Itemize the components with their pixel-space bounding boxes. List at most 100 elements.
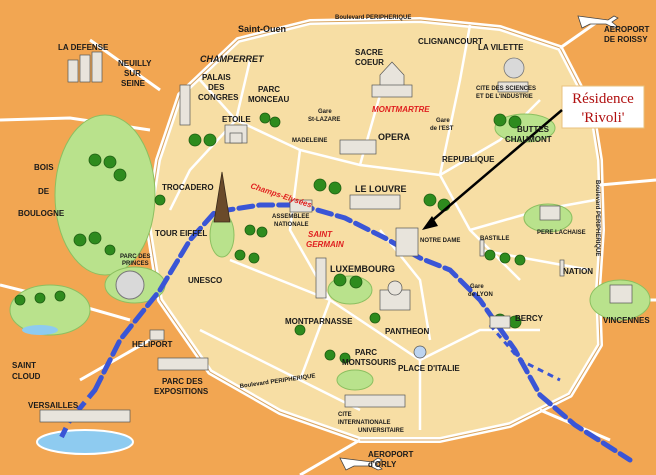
label-bercy: BERCY [515, 314, 544, 323]
label-bastille: BASTILLE [480, 236, 509, 242]
pere-lachaise-building [539, 205, 561, 221]
label-vincennes: VINCENNES [603, 316, 650, 325]
nation-column [559, 259, 565, 277]
label-montparnasse: MONTPARNASSE [285, 317, 353, 326]
label-parc-expo-1: PARC DES [162, 377, 203, 386]
opera-building [339, 139, 377, 155]
label-aeroport-orly-1: AEROPORT [368, 450, 413, 459]
label-parc-expo-2: EXPOSITIONS [154, 387, 209, 396]
label-neuilly-3: SEINE [121, 79, 146, 88]
parc-expositions-building [157, 357, 209, 371]
saint-cloud-park [9, 284, 91, 336]
label-parc-princes-2: PRINCES [122, 261, 149, 267]
label-neuilly-1: NEUILLY [118, 59, 152, 68]
label-gare-lyon-1: Gare [470, 284, 484, 290]
label-le-louvre: LE LOUVRE [355, 184, 407, 194]
label-montmartre: MONTMARTRE [372, 105, 430, 114]
label-unesco: UNESCO [188, 276, 222, 285]
label-sacre-coeur-1: SACRE [355, 48, 384, 57]
label-opera: OPERA [378, 132, 411, 142]
callout-line1: Résidence [572, 91, 634, 107]
label-buttes-1: BUTTES [517, 125, 550, 134]
label-luxembourg: LUXEMBOURG [330, 264, 395, 274]
heliport-building [149, 329, 165, 341]
label-la-defense: LA DEFENSE [58, 43, 109, 52]
seine-river [92, 202, 633, 463]
label-madeleine: MADELEINE [292, 138, 327, 144]
versailles-palace [39, 409, 131, 423]
label-tour-eiffel: TOUR EIFFEL [155, 229, 207, 238]
label-place-italie: PLACE D'ITALIE [398, 364, 460, 373]
label-nation: NATION [563, 267, 593, 276]
label-cite-univ-1: CITE [338, 412, 352, 418]
label-clignancourt: CLIGNANCOURT [418, 37, 483, 46]
label-gare-st-lazare-1: Gare [318, 109, 332, 115]
label-bois-3: BOULOGNE [18, 209, 65, 218]
geode-sphere [503, 57, 525, 79]
label-republique: REPUBLIQUE [442, 155, 495, 164]
airplane-icons [339, 15, 619, 471]
label-parc-princes-1: PARC DES [120, 254, 151, 260]
label-aeroport-roissy-2: DE ROISSY [604, 35, 648, 44]
saint-cloud-pond [22, 325, 58, 335]
label-cite-univ-3: UNIVERSITAIRE [358, 428, 404, 434]
label-cite-sciences-2: ET DE L'INDUSTRIE [476, 94, 533, 100]
label-saint-germain-2: GERMAIN [306, 240, 344, 249]
label-notre-dame: NOTRE DAME [420, 238, 460, 244]
notre-dame-building [395, 227, 419, 257]
palais-congres-tower [179, 84, 191, 126]
place-italie-fountain [413, 345, 427, 359]
label-saint-germain-1: SAINT [308, 230, 333, 239]
label-saint-ouen: Saint-Ouen [238, 24, 286, 34]
montsouris-park [336, 369, 374, 391]
callout-box [561, 85, 645, 129]
label-cite-univ-2: INTERNATIONALE [338, 420, 391, 426]
label-gare-est-1: Gare [436, 118, 450, 124]
vincennes-chateau [609, 284, 633, 304]
label-saint-cloud-2: CLOUD [12, 372, 41, 381]
label-aeroport-orly-2: d'ORLY [368, 460, 397, 469]
label-buttes-2: CHAUMONT [505, 135, 552, 144]
label-parc-montsouris-2: MONTSOURIS [342, 358, 397, 367]
label-versailles: VERSAILLES [28, 401, 79, 410]
peripherique-top-label: Boulevard PERIPHERIQUE [335, 15, 411, 21]
label-gare-est-2: de l'EST [430, 126, 454, 132]
label-parc-montsouris-1: PARC [355, 348, 377, 357]
tree-clusters [14, 112, 526, 364]
label-heliport: HELIPORT [132, 340, 173, 349]
place-labels: Saint-Ouen AEROPORT DE ROISSY LA DEFENSE… [12, 24, 650, 469]
bastille-column [479, 239, 485, 257]
peripherique-inner-line [147, 19, 603, 441]
label-parc-monceau-2: MONCEAU [248, 95, 290, 104]
label-palais-2: DES [208, 83, 225, 92]
label-assemblee-2: NATIONALE [274, 222, 309, 228]
vilette-building [497, 81, 529, 93]
label-palais-1: PALAIS [202, 73, 231, 82]
bercy-building [489, 315, 511, 329]
label-pere-lachaise: PERE LACHAISE [537, 230, 586, 236]
label-pantheon: PANTHEON [385, 327, 430, 336]
assemblee-building [289, 199, 313, 213]
label-etoile: ETOILE [222, 115, 251, 124]
callout-line2: 'Rivoli' [582, 110, 625, 126]
landmarks [39, 51, 633, 423]
callout-arrow-head [422, 216, 438, 230]
airplane-orly-icon [339, 457, 383, 471]
louvre-building [349, 194, 401, 210]
label-sacre-coeur-2: COEUR [355, 58, 384, 67]
label-trocadero: TROCADERO [162, 183, 214, 192]
label-champerret: CHAMPERRET [200, 54, 265, 64]
label-bois-2: DE [38, 187, 50, 196]
parc-princes-stadium [115, 270, 145, 300]
label-aeroport-roissy-1: AEROPORT [604, 25, 649, 34]
cite-universitaire-building [344, 394, 406, 408]
label-bois-1: BOIS [34, 163, 54, 172]
la-defense-building [67, 59, 79, 83]
eiffel-tower-icon [213, 171, 231, 223]
label-saint-cloud-1: SAINT [12, 361, 36, 370]
versailles-pond [36, 429, 134, 455]
label-neuilly-2: SUR [124, 69, 141, 78]
airplane-roissy-icon [577, 15, 619, 29]
canal-line [488, 324, 561, 382]
